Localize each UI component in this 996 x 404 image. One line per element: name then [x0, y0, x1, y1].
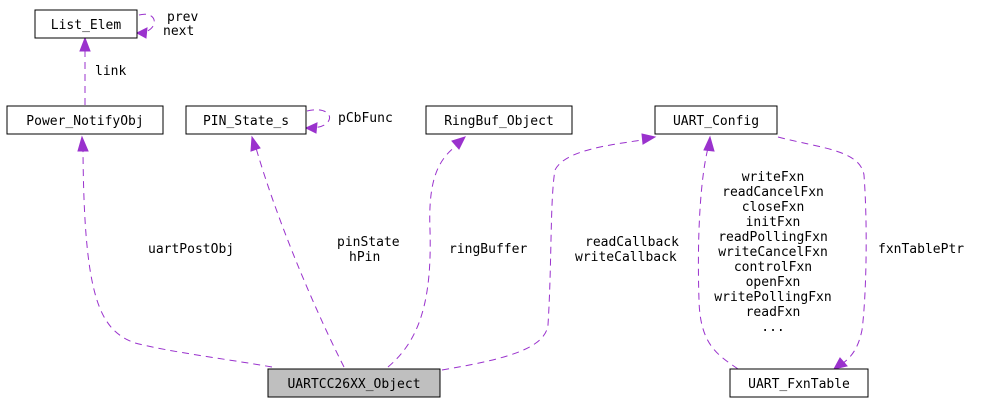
edge-label-fxn-3: initFxn: [746, 215, 801, 230]
arrowhead-callbacks: [641, 133, 657, 145]
edge-ring-buffer: [387, 145, 457, 368]
edge-label-next: next: [163, 24, 194, 39]
edge-pin-state-self: [306, 109, 330, 129]
edge-label-fxn-list: writeFxn readCancelFxn closeFxn initFxn …: [714, 170, 831, 335]
edge-label-fxn-10: ...: [761, 320, 784, 335]
node-list-elem-label: List_Elem: [51, 18, 122, 33]
node-uartcc26xx-object-label: UARTCC26XX_Object: [287, 377, 420, 392]
edge-label-fxn-9: readFxn: [746, 305, 801, 320]
edge-label-fxn-4: readPollingFxn: [718, 230, 828, 245]
arrowhead-ring-buffer: [451, 136, 466, 150]
node-ringbuf-object-label: RingBuf_Object: [444, 114, 554, 129]
edge-label-write-callback: writeCallback: [575, 250, 677, 265]
arrowhead-uart-post-obj: [77, 135, 89, 152]
edge-fxn-list: [697, 147, 739, 370]
arrowhead-pin: [250, 135, 261, 152]
arrowhead-link: [79, 36, 91, 52]
arrowhead-fxn-table-ptr: [833, 357, 848, 370]
edge-label-uart-post-obj: uartPostObj: [148, 242, 234, 257]
node-list-elem[interactable]: List_Elem: [34, 9, 138, 39]
arrowhead-list-elem-self: [135, 27, 148, 39]
edge-label-fxn-0: writeFxn: [742, 170, 805, 185]
edge-label-fxn-6: controlFxn: [734, 260, 812, 275]
edge-uart-post-obj: [82, 149, 273, 368]
node-power-notify-obj-label: Power_NotifyObj: [26, 114, 143, 129]
node-power-notify-obj[interactable]: Power_NotifyObj: [6, 105, 164, 135]
edge-pin: [255, 147, 345, 368]
node-pin-state-s[interactable]: PIN_State_s: [185, 105, 307, 135]
edge-label-hpin: hPin: [349, 250, 380, 265]
edge-label-ring-buffer: ringBuffer: [449, 242, 527, 257]
node-uart-config[interactable]: UART_Config: [654, 105, 778, 135]
edge-label-fxn-8: writePollingFxn: [714, 290, 831, 305]
node-uartcc26xx-object[interactable]: UARTCC26XX_Object: [267, 368, 441, 398]
edge-label-pcbfunc: pCbFunc: [338, 111, 393, 126]
edge-label-fxn-5: writeCancelFxn: [718, 245, 828, 260]
edge-label-fxn-7: openFxn: [746, 275, 801, 290]
edge-label-link: link: [95, 64, 126, 79]
edge-label-pin-state: pinState: [337, 235, 400, 250]
arrowhead-pin-state-self: [304, 122, 318, 134]
edge-label-read-callback: readCallback: [585, 235, 679, 250]
node-pin-state-s-label: PIN_State_s: [203, 114, 289, 129]
edge-label-fxn-1: readCancelFxn: [722, 185, 824, 200]
edge-fxn-table-ptr: [777, 136, 867, 365]
edge-label-fxn-2: closeFxn: [742, 200, 805, 215]
node-uart-fxntable-label: UART_FxnTable: [748, 377, 850, 392]
edge-label-fxn-table-ptr: fxnTablePtr: [878, 242, 964, 257]
node-ringbuf-object[interactable]: RingBuf_Object: [425, 105, 573, 135]
node-uart-fxntable[interactable]: UART_FxnTable: [729, 368, 869, 398]
edge-list-elem-self: [138, 13, 155, 34]
arrowhead-fxn-list: [703, 135, 715, 152]
edge-label-prev: prev: [167, 10, 198, 25]
edge-callbacks: [441, 139, 643, 371]
node-uart-config-label: UART_Config: [673, 114, 759, 129]
